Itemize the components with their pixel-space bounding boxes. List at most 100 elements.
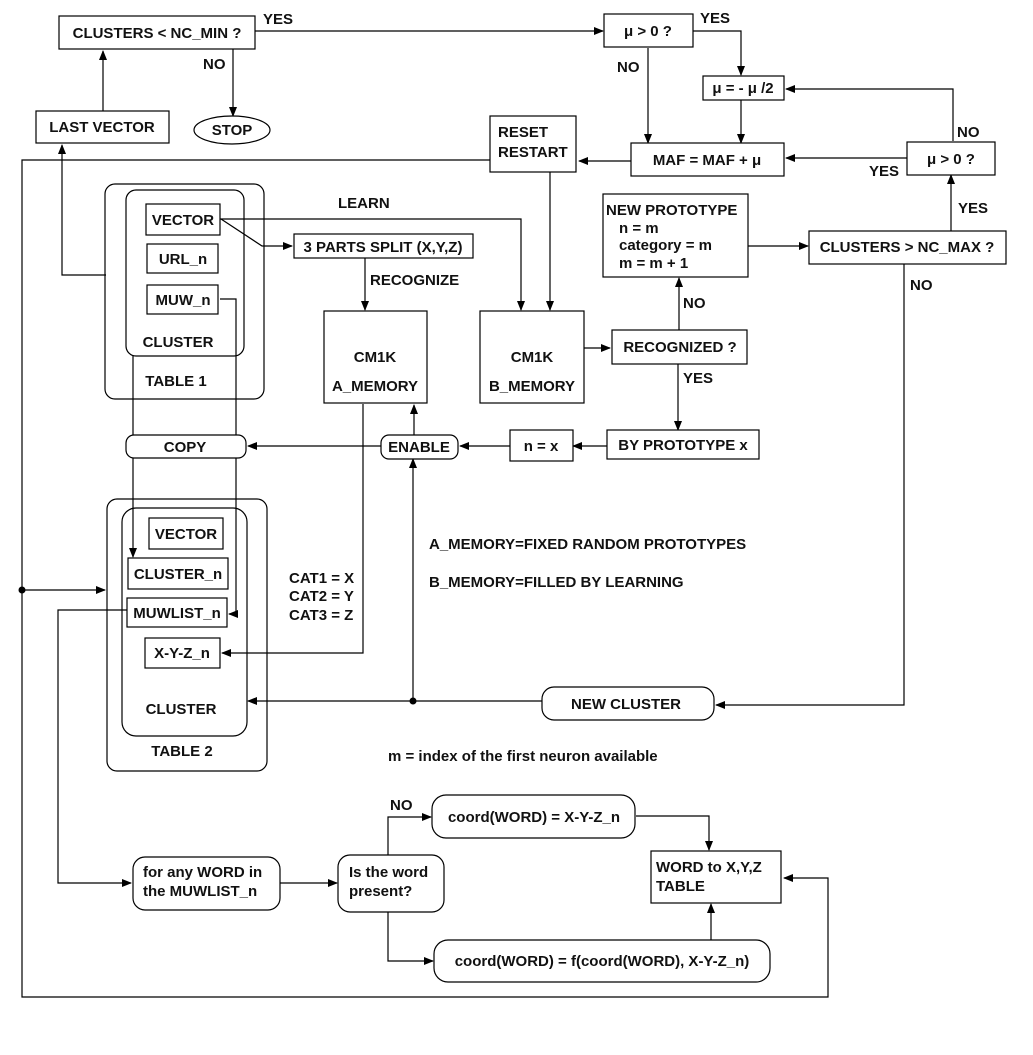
svg-text:coord(WORD) = X-Y-Z_n: coord(WORD) = X-Y-Z_n <box>448 809 620 826</box>
enable-box[interactable]: ENABLE <box>380 434 459 460</box>
svg-text:Is the word: Is the word <box>349 864 428 881</box>
a-memory-box[interactable]: CM1K A_MEMORY <box>323 310 428 404</box>
label-learn: LEARN <box>338 195 390 212</box>
table2-xyz-field[interactable]: X-Y-Z_n <box>144 637 221 669</box>
svg-text:MUW_n: MUW_n <box>156 292 211 309</box>
table-1-container <box>104 183 265 400</box>
svg-text:STOP: STOP <box>212 122 253 139</box>
svg-text:m = m + 1: m = m + 1 <box>619 255 688 272</box>
svg-text:n = m: n = m <box>619 220 659 237</box>
new-prototype-box[interactable]: NEW PROTOTYPE n = m category = m m = m +… <box>602 193 749 278</box>
junction-dot-left <box>18 586 26 594</box>
edge-present-no <box>387 813 432 855</box>
b-memory-box[interactable]: CM1K B_MEMORY <box>479 310 585 404</box>
svg-text:MUWLIST_n: MUWLIST_n <box>133 605 221 622</box>
svg-text:VECTOR: VECTOR <box>152 212 214 229</box>
svg-text:NEW PROTOTYPE: NEW PROTOTYPE <box>606 202 737 219</box>
n-equals-x-box[interactable]: n = x <box>509 429 574 462</box>
coord-assign-box[interactable]: coord(WORD) = X-Y-Z_n <box>431 794 636 839</box>
cat2-note: CAT2 = Y <box>289 588 354 605</box>
svg-text:CM1K: CM1K <box>354 349 397 366</box>
cat3-note: CAT3 = Z <box>289 607 353 624</box>
svg-text:RESET: RESET <box>498 124 548 141</box>
table1-cluster-label: CLUSTER <box>143 334 214 351</box>
svg-text:CM1K: CM1K <box>511 349 554 366</box>
edge-learn <box>220 218 525 311</box>
table1-title: TABLE 1 <box>145 373 206 390</box>
svg-text:μ > 0 ?: μ > 0 ? <box>927 151 975 168</box>
edge-a-memory-to-xyz <box>221 404 364 657</box>
svg-text:WORD to X,Y,Z: WORD to X,Y,Z <box>656 859 762 876</box>
label-no-mu-top: NO <box>617 59 640 76</box>
svg-text:TABLE: TABLE <box>656 878 705 895</box>
edge-muw-copy <box>220 298 240 455</box>
m-index-note: m = index of the first neuron available <box>388 748 658 765</box>
svg-text:URL_n: URL_n <box>159 251 207 268</box>
edge-muwlist-to-for-any-word <box>57 609 132 887</box>
mu-half-box[interactable]: μ = - μ /2 <box>702 75 785 101</box>
table2-cluster-n-field[interactable]: CLUSTER_n <box>127 557 229 590</box>
svg-text:3 PARTS SPLIT (X,Y,Z): 3 PARTS SPLIT (X,Y,Z) <box>304 239 463 256</box>
by-prototype-box[interactable]: BY PROTOTYPE x <box>606 429 760 460</box>
edge-mu-top-yes <box>693 30 745 76</box>
label-no-word-present: NO <box>390 797 413 814</box>
table1-url-field[interactable]: URL_n <box>146 243 219 274</box>
svg-text:ENABLE: ENABLE <box>388 439 450 456</box>
svg-text:for any WORD in: for any WORD in <box>143 864 262 881</box>
edge-coord-assign-to-table <box>636 815 713 851</box>
cat1-note: CAT1 = X <box>289 570 354 587</box>
label-yes-recognized: YES <box>683 370 713 387</box>
svg-text:present?: present? <box>349 883 412 900</box>
label-no-recognized: NO <box>683 295 706 312</box>
clusters-min-decision[interactable]: CLUSTERS < NC_MIN ? <box>58 15 256 50</box>
coord-update-box[interactable]: coord(WORD) = f(coord(WORD), X-Y-Z_n) <box>433 939 771 983</box>
svg-text:the MUWLIST_n: the MUWLIST_n <box>143 883 257 900</box>
maf-update-box[interactable]: MAF = MAF + μ <box>630 142 785 177</box>
label-no-clusters-min: NO <box>203 56 226 73</box>
clusters-max-decision[interactable]: CLUSTERS > NC_MAX ? <box>808 230 1007 265</box>
svg-text:MAF = MAF + μ: MAF = MAF + μ <box>653 152 761 169</box>
table1-muw-field[interactable]: MUW_n <box>146 284 219 315</box>
svg-text:COPY: COPY <box>164 439 207 456</box>
svg-text:μ > 0 ?: μ > 0 ? <box>624 23 672 40</box>
svg-text:CLUSTERS < NC_MIN ?: CLUSTERS < NC_MIN ? <box>73 25 242 42</box>
for-any-word-box[interactable]: for any WORD in the MUWLIST_n <box>132 856 281 911</box>
label-yes-mu-right: YES <box>869 163 899 180</box>
svg-text:CLUSTERS > NC_MAX ?: CLUSTERS > NC_MAX ? <box>820 239 995 256</box>
a-memory-note: A_MEMORY=FIXED RANDOM PROTOTYPES <box>429 536 746 553</box>
word-xyz-table-box[interactable]: WORD to X,Y,Z TABLE <box>650 850 782 904</box>
split-box[interactable]: 3 PARTS SPLIT (X,Y,Z) <box>293 233 474 259</box>
table-2-container <box>106 498 268 772</box>
svg-text:μ = - μ /2: μ = - μ /2 <box>712 80 773 97</box>
svg-text:RECOGNIZED ?: RECOGNIZED ? <box>623 339 736 356</box>
copy-box[interactable]: COPY <box>125 434 247 459</box>
svg-text:B_MEMORY: B_MEMORY <box>489 378 575 395</box>
table2-muwlist-field[interactable]: MUWLIST_n <box>126 597 228 628</box>
b-memory-note: B_MEMORY=FILLED BY LEARNING <box>429 574 684 591</box>
edge-copy-to-muwlist <box>228 458 238 618</box>
label-no-clusters-max: NO <box>910 277 933 294</box>
label-yes-mu-top: YES <box>700 10 730 27</box>
table1-vector-field[interactable]: VECTOR <box>145 203 221 236</box>
new-cluster-box[interactable]: NEW CLUSTER <box>541 686 715 721</box>
edge-reset-loop <box>21 159 829 998</box>
svg-text:coord(WORD) = f(coord(WORD), X: coord(WORD) = f(coord(WORD), X-Y-Z_n) <box>455 953 750 970</box>
junction-dot <box>409 697 417 705</box>
last-vector-box[interactable]: LAST VECTOR <box>35 110 170 144</box>
label-yes-clusters-min: YES <box>263 11 293 28</box>
table2-vector-field[interactable]: VECTOR <box>148 517 224 550</box>
recognized-decision[interactable]: RECOGNIZED ? <box>611 329 748 365</box>
table2-cluster-label: CLUSTER <box>146 701 217 718</box>
reset-restart-box[interactable]: RESET RESTART <box>489 115 577 173</box>
word-present-decision[interactable]: Is the word present? <box>337 854 445 913</box>
edge-present-yes <box>387 912 434 965</box>
svg-text:RESTART: RESTART <box>498 144 568 161</box>
svg-text:category = m: category = m <box>619 237 712 254</box>
mu-positive-decision-right[interactable]: μ > 0 ? <box>906 141 996 176</box>
svg-text:NEW CLUSTER: NEW CLUSTER <box>571 696 681 713</box>
edges <box>18 27 955 998</box>
stop-terminal[interactable]: STOP <box>193 115 271 145</box>
label-no-mu-right: NO <box>957 124 980 141</box>
mu-positive-decision-top[interactable]: μ > 0 ? <box>603 13 694 48</box>
